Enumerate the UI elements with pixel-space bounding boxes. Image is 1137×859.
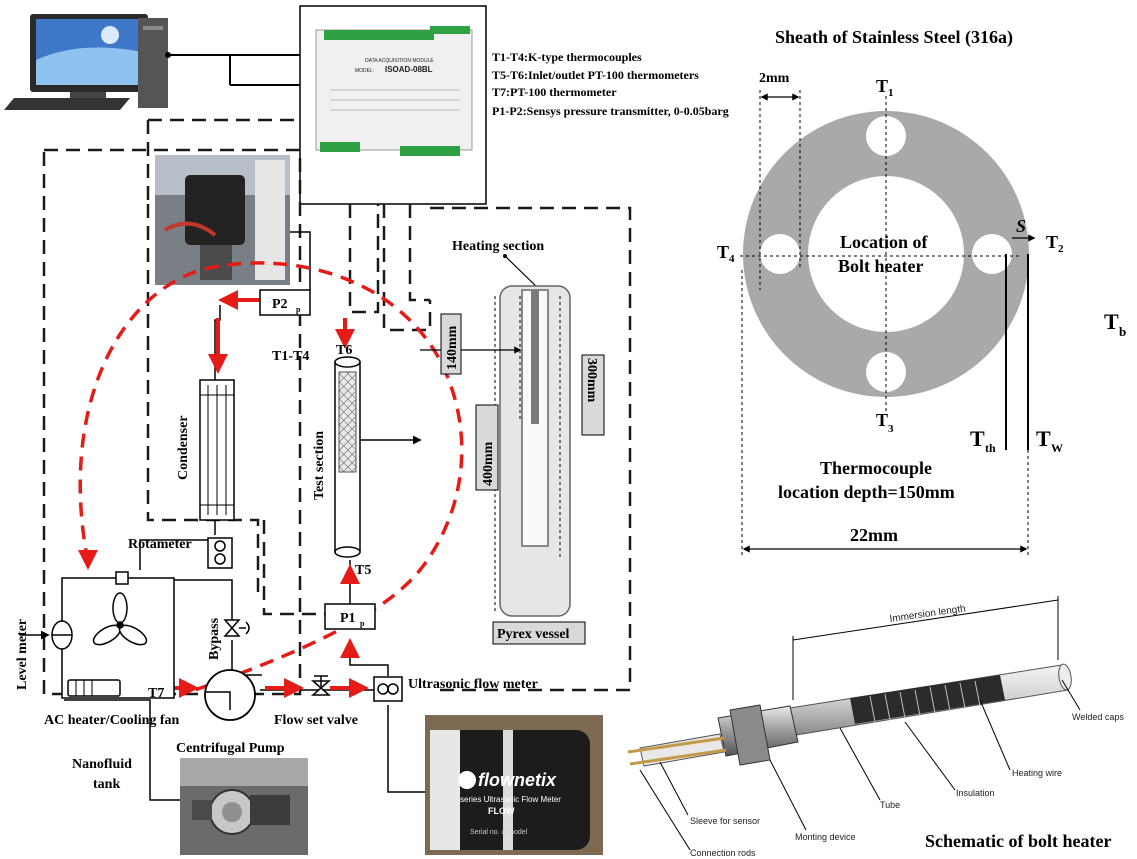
t1-sub: 1 [888, 87, 894, 99]
legend: T1-T4:K-type thermocouples T5-T6:Inlet/o… [492, 50, 729, 118]
t7-label: T7 [148, 686, 164, 701]
heating-section-label: Heating section [452, 239, 544, 254]
flowmeter-line3: Serial no. & model [470, 829, 528, 836]
t4-label: T [717, 242, 729, 262]
dim-400-label: 400mm [481, 441, 496, 486]
legend-line-4: P1-P2:Sensys pressure transmitter, 0-0.0… [492, 104, 729, 118]
flow-set-valve-label: Flow set valve [274, 713, 358, 728]
t5-label: T5 [355, 563, 371, 578]
ac-heater-label: AC heater/Cooling fan [44, 713, 180, 728]
p2-label: P2 [272, 297, 288, 312]
flowmeter-line2: FLOW [488, 806, 515, 816]
legend-line-3: T7:PT-100 thermometer [492, 85, 617, 99]
center-label-line2: Bolt heater [838, 256, 923, 276]
welded-caps-label: Welded caps [1072, 712, 1124, 722]
p1-label: P1 [340, 611, 356, 626]
condenser-label: Condenser [176, 415, 191, 480]
tb-sub: b [1119, 324, 1126, 339]
ac-heater-icon [68, 680, 120, 696]
tw-sub: W [1051, 441, 1063, 455]
legend-line-2: T5-T6:Inlet/outlet PT-100 thermometers [492, 68, 699, 82]
daq-title: DATA ACQUISITION MODULE [365, 58, 434, 64]
level-meter-label: Level meter [15, 619, 30, 690]
daq-model-label: MODEL: [355, 68, 374, 74]
dim-2mm-label: 2mm [759, 71, 790, 86]
s-label: S [1016, 216, 1026, 236]
bolt-heater-caption: Schematic of bolt heater [925, 831, 1111, 851]
bypass-valve-icon [225, 620, 249, 636]
t4-sub: 4 [729, 253, 735, 265]
pump-photo [180, 758, 308, 855]
tank-label-line2: tank [93, 777, 120, 792]
t1-label: T [876, 76, 888, 96]
t2-sub: 2 [1058, 243, 1064, 255]
t3-sub: 3 [888, 423, 894, 435]
flowmeter-brand: flownetix [478, 770, 557, 790]
nanofluid-tank-assembly [20, 572, 174, 698]
ultrasonic-flowmeter-icon [374, 677, 402, 701]
p2-sub: p [296, 305, 301, 314]
p1-pressure-transmitter: P1 p [325, 604, 375, 629]
daq-module: DATA ACQUISITION MODULE MODEL: ISOAD-08B… [300, 6, 486, 204]
flowmeter-line1: series Ultrasonic Flow Meter [460, 795, 561, 804]
tth-sub: th [985, 441, 996, 455]
daq-model: ISOAD-08BL [385, 65, 433, 74]
centrifugal-pump-icon [205, 670, 262, 720]
dim-140-label: 140mm [445, 325, 460, 370]
bypass-label: Bypass [207, 617, 222, 660]
condenser-photo [155, 155, 290, 285]
test-section-tube [335, 357, 360, 557]
test-section-label: Test section [312, 431, 327, 500]
t1t4-label: T1-T4 [272, 349, 309, 364]
sleeve-label: Sleeve for sensor [690, 816, 760, 826]
pump-label: Centrifugal Pump [176, 741, 285, 756]
heating-wire-label: Heating wire [1012, 768, 1062, 778]
dim-22mm-label: 22mm [850, 525, 898, 545]
p2-pressure-transmitter: P2 p [260, 290, 310, 315]
cross-section: Sheath of Stainless Steel (316a) 2mm T 1… [717, 27, 1126, 556]
rotameter: Rotameter [128, 537, 232, 568]
flowmeter-photo: flownetix series Ultrasonic Flow Meter F… [425, 715, 603, 855]
flow-set-valve-icon [313, 676, 329, 695]
ultrasonic-label: Ultrasonic flow meter [408, 677, 538, 692]
t3-label: T [876, 410, 888, 430]
center-label-line1: Location of [840, 232, 929, 252]
cross-section-title: Sheath of Stainless Steel (316a) [775, 27, 1013, 48]
mounting-device-label: Monting device [795, 832, 856, 842]
connection-rods-label: Connection rods [690, 848, 756, 858]
tank-label-line1: Nanofluid [72, 757, 132, 772]
computer-icon [4, 14, 168, 110]
t2-label: T [1046, 232, 1058, 252]
depth-label-line2: location depth=150mm [778, 482, 955, 502]
condenser: Condenser [176, 380, 234, 520]
insulation-label: Insulation [956, 788, 995, 798]
depth-label-line1: Thermocouple [820, 458, 932, 478]
dim-300-label: 300mm [584, 358, 599, 403]
p1-sub: p [360, 619, 365, 628]
rotameter-label: Rotameter [128, 537, 192, 552]
tb-label: T [1104, 309, 1119, 334]
tube-label: Tube [880, 800, 900, 810]
tw-label: T [1036, 426, 1051, 451]
bolt-heater: Immersion length Welded caps Heating wir… [628, 596, 1124, 858]
immersion-length-label: Immersion length [889, 603, 966, 625]
t6-label: T6 [336, 343, 352, 358]
pyrex-label: Pyrex vessel [497, 627, 570, 642]
tth-label: T [970, 426, 985, 451]
pyrex-vessel: Heating section 140mm 300mm 400mm Pyrex … [420, 239, 604, 644]
legend-line-1: T1-T4:K-type thermocouples [492, 50, 642, 64]
